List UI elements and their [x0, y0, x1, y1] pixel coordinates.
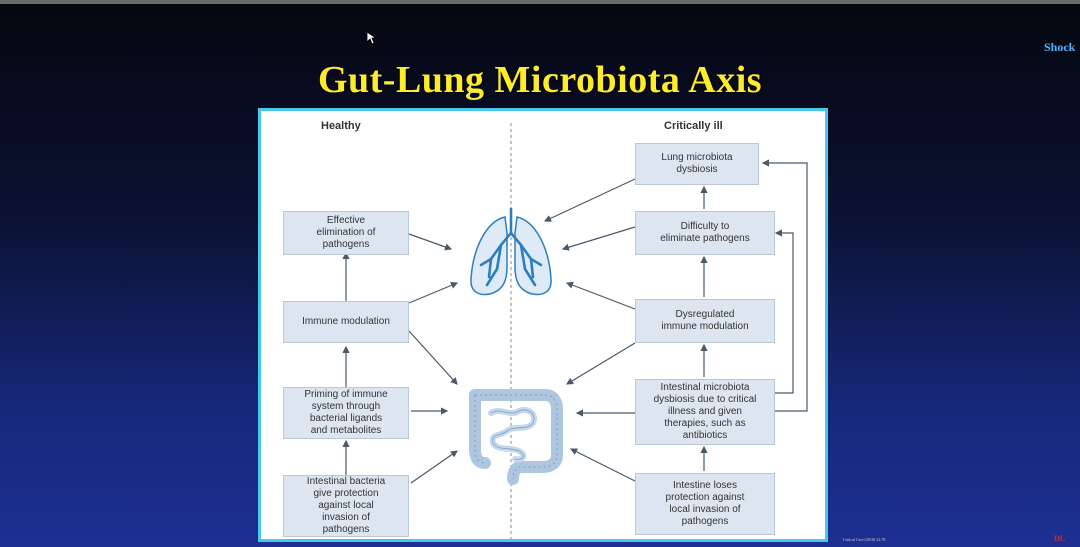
box-immune-priming: Priming of immune system through bacteri… — [283, 387, 409, 439]
window-top-bar — [0, 0, 1080, 4]
citation: Critical Care (2018) 22:78 — [843, 537, 886, 542]
critically-ill-heading: Critically ill — [664, 120, 723, 132]
healthy-heading: Healthy — [321, 120, 361, 132]
initials-mark: DL — [1054, 534, 1066, 543]
slide-title: Gut-Lung Microbiota Axis — [317, 59, 763, 101]
arrow-immune-to-gut — [408, 330, 458, 385]
arrow-loop-to-lung-dysbiosis — [761, 159, 808, 412]
arrow-dysregulated-to-lung — [565, 281, 636, 310]
diagram-panel: Healthy Critically ill Effective elimina… — [258, 108, 828, 542]
arrow-dysregulated-to-gut — [565, 342, 636, 385]
box-immune-modulation: Immune modulation — [283, 301, 409, 343]
arrow-loop-to-difficulty — [774, 229, 794, 394]
arrow-elim-to-lung — [408, 233, 453, 251]
arrow-dysbiosis-to-lung — [543, 178, 636, 222]
lungs-icon — [470, 207, 552, 296]
box-dysregulated-immune: Dysregulated immune modulation — [635, 299, 775, 343]
connector-lines — [342, 123, 808, 539]
corner-label: Shock — [1044, 40, 1076, 54]
box-lung-dysbiosis: Lung microbiota dysbiosis — [635, 143, 759, 185]
box-intestine-loses-protection: Intestine loses protection against local… — [635, 473, 775, 535]
box-difficulty-eliminate: Difficulty to eliminate pathogens — [635, 211, 775, 255]
arrow-loses-to-gut — [569, 448, 636, 482]
arrow-bacteria-to-gut — [410, 450, 458, 484]
box-intestinal-dysbiosis: Intestinal microbiota dysbiosis due to c… — [635, 379, 775, 445]
intestine-icon — [469, 389, 563, 485]
arrow-immune-to-lung — [408, 281, 459, 304]
mouse-cursor-icon — [366, 31, 378, 45]
arrow-difficulty-to-lung — [561, 226, 636, 251]
box-intestinal-protection: Intestinal bacteria give protection agai… — [283, 475, 409, 537]
box-effective-elimination: Effective elimination of pathogens — [283, 211, 409, 255]
